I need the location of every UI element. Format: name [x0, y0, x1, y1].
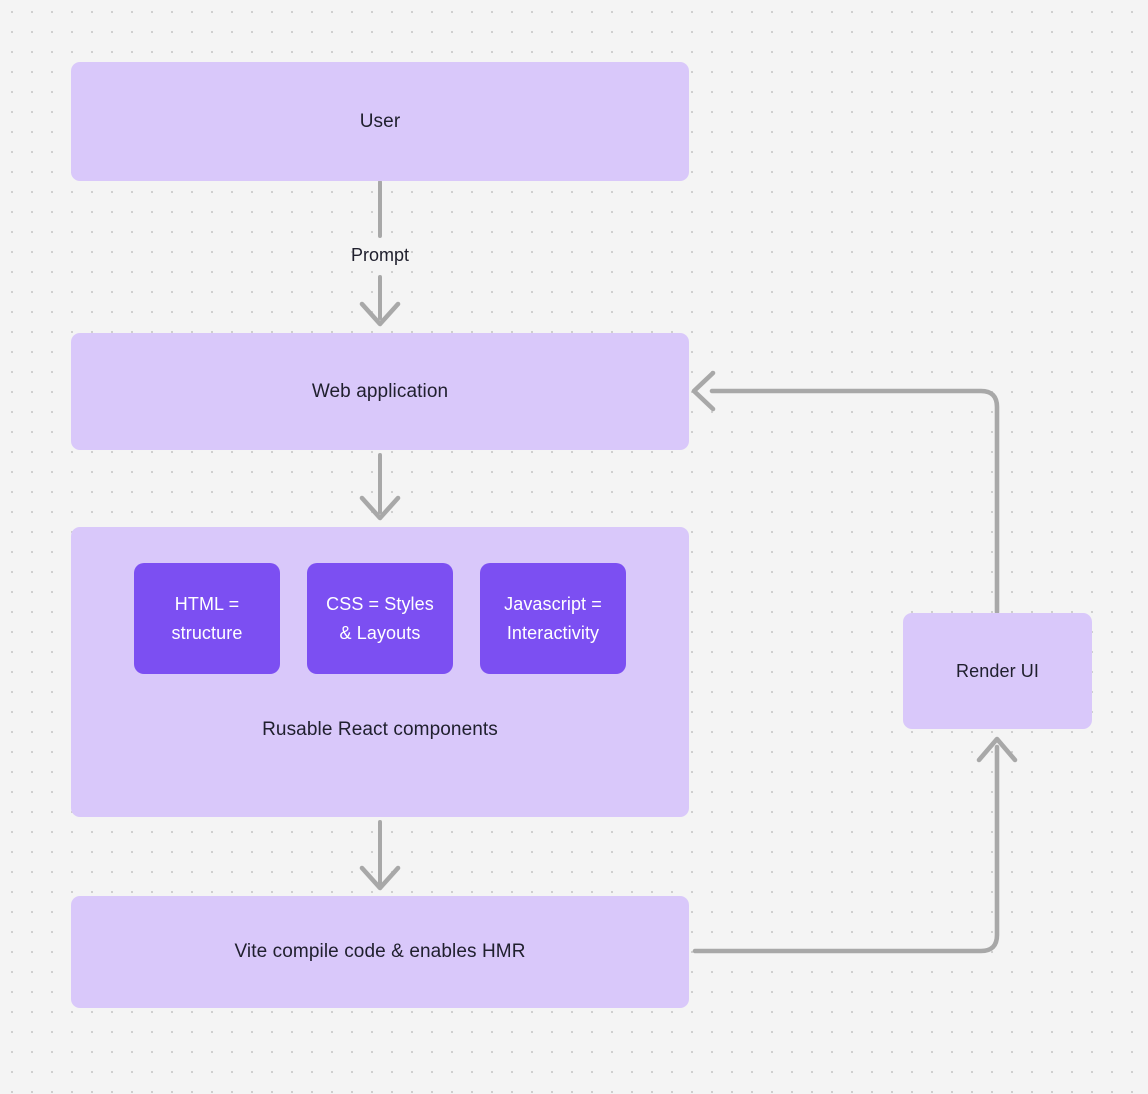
- chip-css[interactable]: CSS = Styles & Layouts: [307, 563, 453, 674]
- edge-render-to-webapp-shaft: [709, 388, 1000, 615]
- node-react-components-caption: Rusable React components: [262, 719, 498, 740]
- chip-javascript-label: Javascript = Interactivity: [504, 593, 602, 643]
- chip-javascript[interactable]: Javascript = Interactivity: [480, 563, 626, 674]
- chip-row: HTML = structure CSS = Styles & Layouts …: [71, 563, 689, 674]
- edge-webapp-to-components-arrowhead: [359, 495, 401, 521]
- edge-components-to-vite-arrowhead: [359, 865, 401, 891]
- chip-css-label: CSS = Styles & Layouts: [326, 593, 434, 643]
- edge-vite-to-render-arrowhead: [976, 736, 1018, 763]
- node-vite-label: Vite compile code & enables HMR: [234, 941, 526, 963]
- edge-render-to-webapp-arrowhead: [691, 370, 716, 412]
- node-vite[interactable]: Vite compile code & enables HMR: [71, 896, 689, 1008]
- node-web-application[interactable]: Web application: [71, 333, 689, 450]
- node-render-ui[interactable]: Render UI: [903, 613, 1092, 729]
- node-react-components-group[interactable]: HTML = structure CSS = Styles & Layouts …: [71, 527, 689, 817]
- chip-html[interactable]: HTML = structure: [134, 563, 280, 674]
- edge-vite-to-render-shaft: [692, 744, 1000, 954]
- node-web-application-label: Web application: [311, 380, 449, 402]
- node-user-label: User: [359, 110, 401, 132]
- node-user[interactable]: User: [71, 62, 689, 181]
- chip-html-label: HTML = structure: [171, 593, 243, 643]
- edge-user-to-webapp-arrowhead: [359, 301, 401, 327]
- node-render-ui-label: Render UI: [956, 660, 1039, 681]
- edge-label-prompt: Prompt: [350, 245, 410, 265]
